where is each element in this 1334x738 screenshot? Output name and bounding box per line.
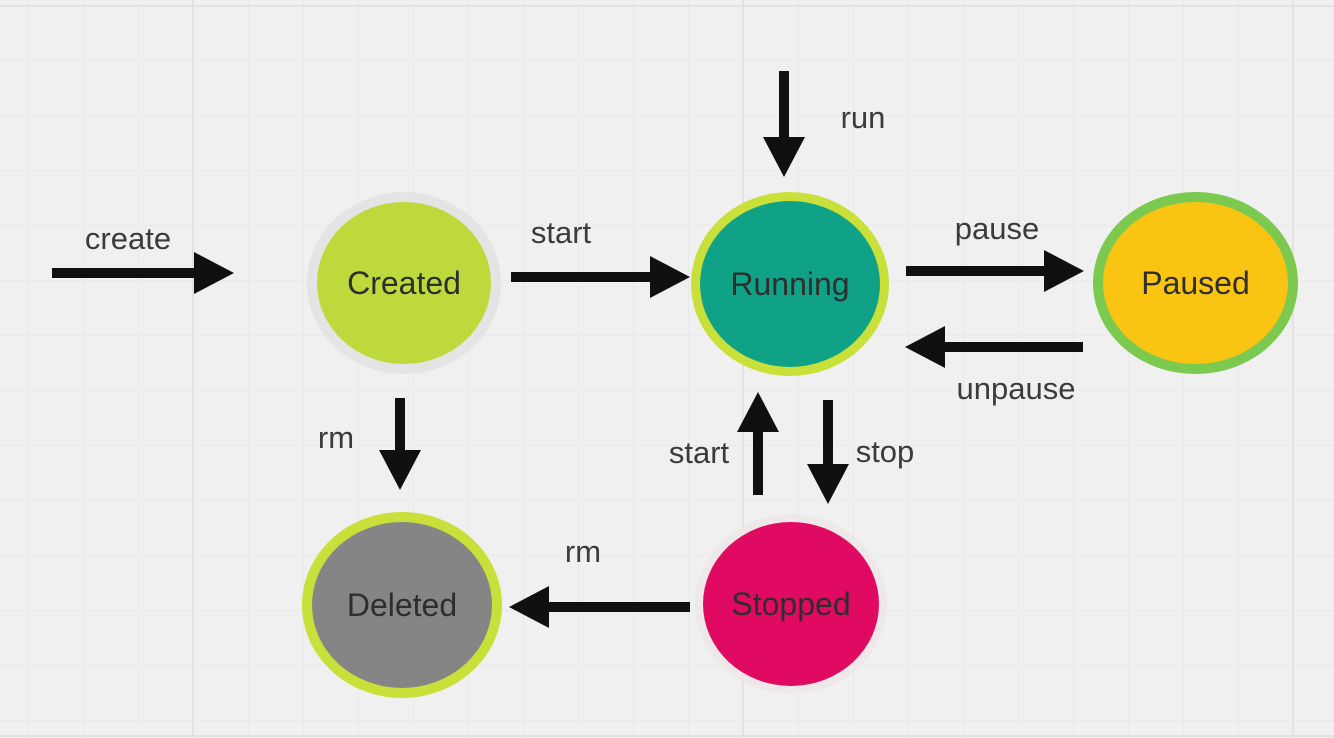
state-node-stopped: Stopped <box>695 514 887 694</box>
state-label-stopped: Stopped <box>731 585 851 622</box>
arrow-run <box>763 71 805 177</box>
arrow-rm-stopped-deleted <box>509 586 690 628</box>
state-label-running: Running <box>730 265 850 302</box>
transition-label-rm-created-deleted: rm <box>317 420 355 455</box>
transition-label-run: run <box>840 100 886 135</box>
grid-major-line <box>742 0 744 738</box>
arrow-rm-created-deleted <box>379 398 421 490</box>
transition-label-create: create <box>84 221 172 256</box>
grid-major-line <box>192 0 194 738</box>
transition-label-start-created-running: start <box>530 215 592 250</box>
state-node-deleted: Deleted <box>302 512 502 698</box>
state-node-running: Running <box>691 192 889 376</box>
grid-major-line <box>1292 0 1294 738</box>
arrow-create <box>52 252 234 294</box>
transition-label-unpause: unpause <box>956 371 1076 406</box>
arrow-unpause <box>905 326 1083 368</box>
arrow-start-created-running <box>511 256 690 298</box>
arrow-stop <box>807 400 849 504</box>
state-node-created: Created <box>307 192 501 374</box>
grid-major-line <box>0 5 1334 7</box>
state-label-created: Created <box>347 264 461 301</box>
transition-label-start-stopped-running: start <box>668 435 730 470</box>
state-label-deleted: Deleted <box>346 586 458 623</box>
state-node-paused: Paused <box>1093 192 1298 374</box>
transition-label-pause: pause <box>954 211 1040 246</box>
grid-major-line <box>0 735 1334 737</box>
transition-label-rm-stopped-deleted: rm <box>564 534 602 569</box>
transition-label-stop: stop <box>855 434 915 469</box>
arrow-pause <box>906 250 1084 292</box>
state-label-paused: Paused <box>1141 264 1250 301</box>
